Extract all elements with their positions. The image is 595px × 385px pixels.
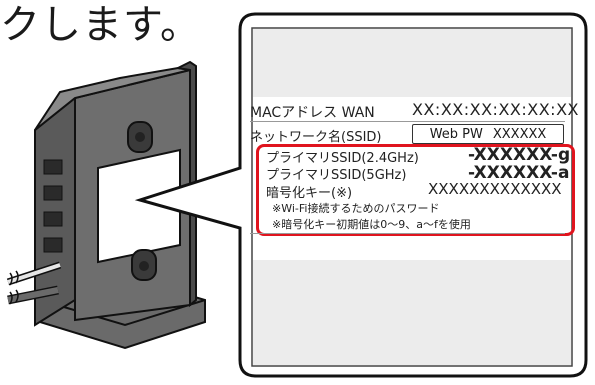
divider [250, 233, 565, 234]
web-pw-value: XXXXXX [492, 126, 547, 142]
primary-ssid-24-value: -XXXXXX-g [468, 145, 571, 165]
highlight-box [256, 144, 575, 236]
mac-address-value: XX:XX:XX:XX:XX:XX [412, 100, 579, 119]
primary-ssid-24-label: プライマリSSID(2.4GHz) [266, 151, 419, 166]
web-pw-box: Web PW XXXXXX [412, 124, 564, 144]
primary-ssid-5-value: -XXXXXX-a [468, 163, 570, 183]
web-pw-label: Web PW [429, 126, 483, 142]
note-wifi-password: ※Wi-Fi接続するためのパスワード [272, 202, 440, 215]
instruction-heading: クします。 [0, 2, 201, 48]
encryption-key-label: 暗号化キー(※) [266, 186, 353, 201]
device-label-detail: MACアドレス WAN XX:XX:XX:XX:XX:XX ネットワーク名(SS… [242, 26, 578, 376]
encryption-key-value: XXXXXXXXXXXXX [428, 180, 562, 198]
mac-address-label: MACアドレス WAN [250, 105, 375, 121]
note-key-format: ※暗号化キー初期値は0～9、a～fを使用 [272, 218, 471, 231]
divider [250, 121, 565, 122]
ssid-label: ネットワーク名(SSID) [250, 130, 382, 145]
primary-ssid-5-label: プライマリSSID(5GHz) [266, 168, 407, 183]
